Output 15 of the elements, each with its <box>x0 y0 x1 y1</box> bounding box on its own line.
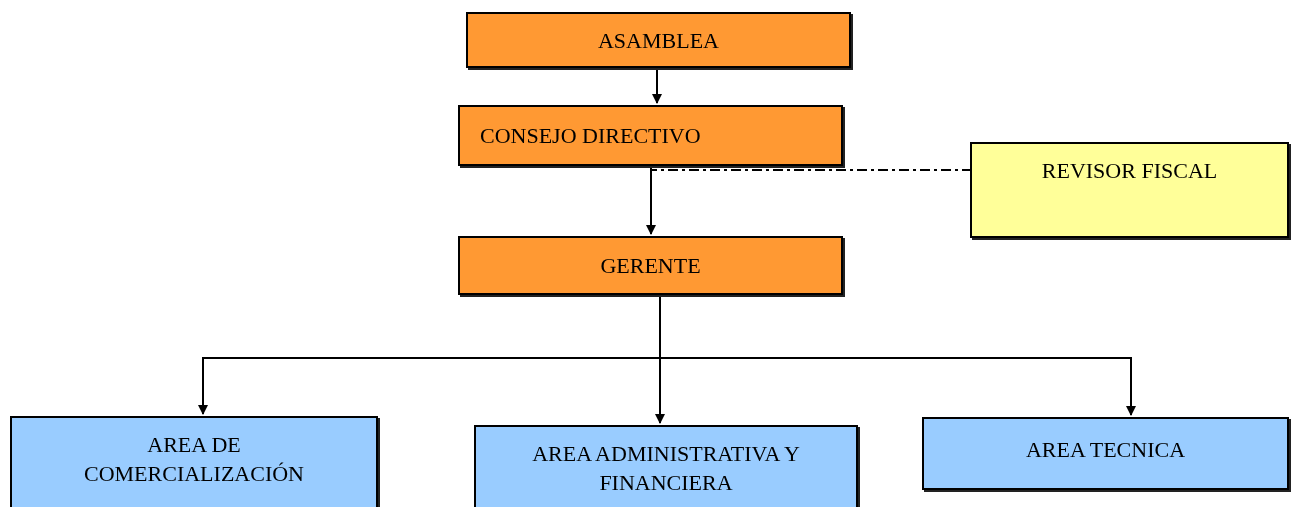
box-title: GERENTE <box>600 252 701 280</box>
arrow <box>652 67 662 104</box>
box-title: AREA DE COMERCIALIZACIÓN <box>83 431 305 488</box>
box-title: AREA ADMINISTRATIVA Y FINANCIERA <box>531 440 801 497</box>
org-box <box>458 105 843 166</box>
box-title: AREA TECNICA <box>1025 436 1186 464</box>
org-box <box>474 425 858 507</box>
box-title: REVISOR FISCAL <box>1041 157 1218 185</box>
org-box <box>466 12 851 68</box>
org-box <box>970 142 1289 238</box>
org-box <box>458 236 843 295</box>
box-title: CONSEJO DIRECTIVO <box>480 122 701 150</box>
box-title: ASAMBLEA <box>598 26 719 55</box>
org-box <box>10 416 378 507</box>
org-box <box>922 417 1289 490</box>
